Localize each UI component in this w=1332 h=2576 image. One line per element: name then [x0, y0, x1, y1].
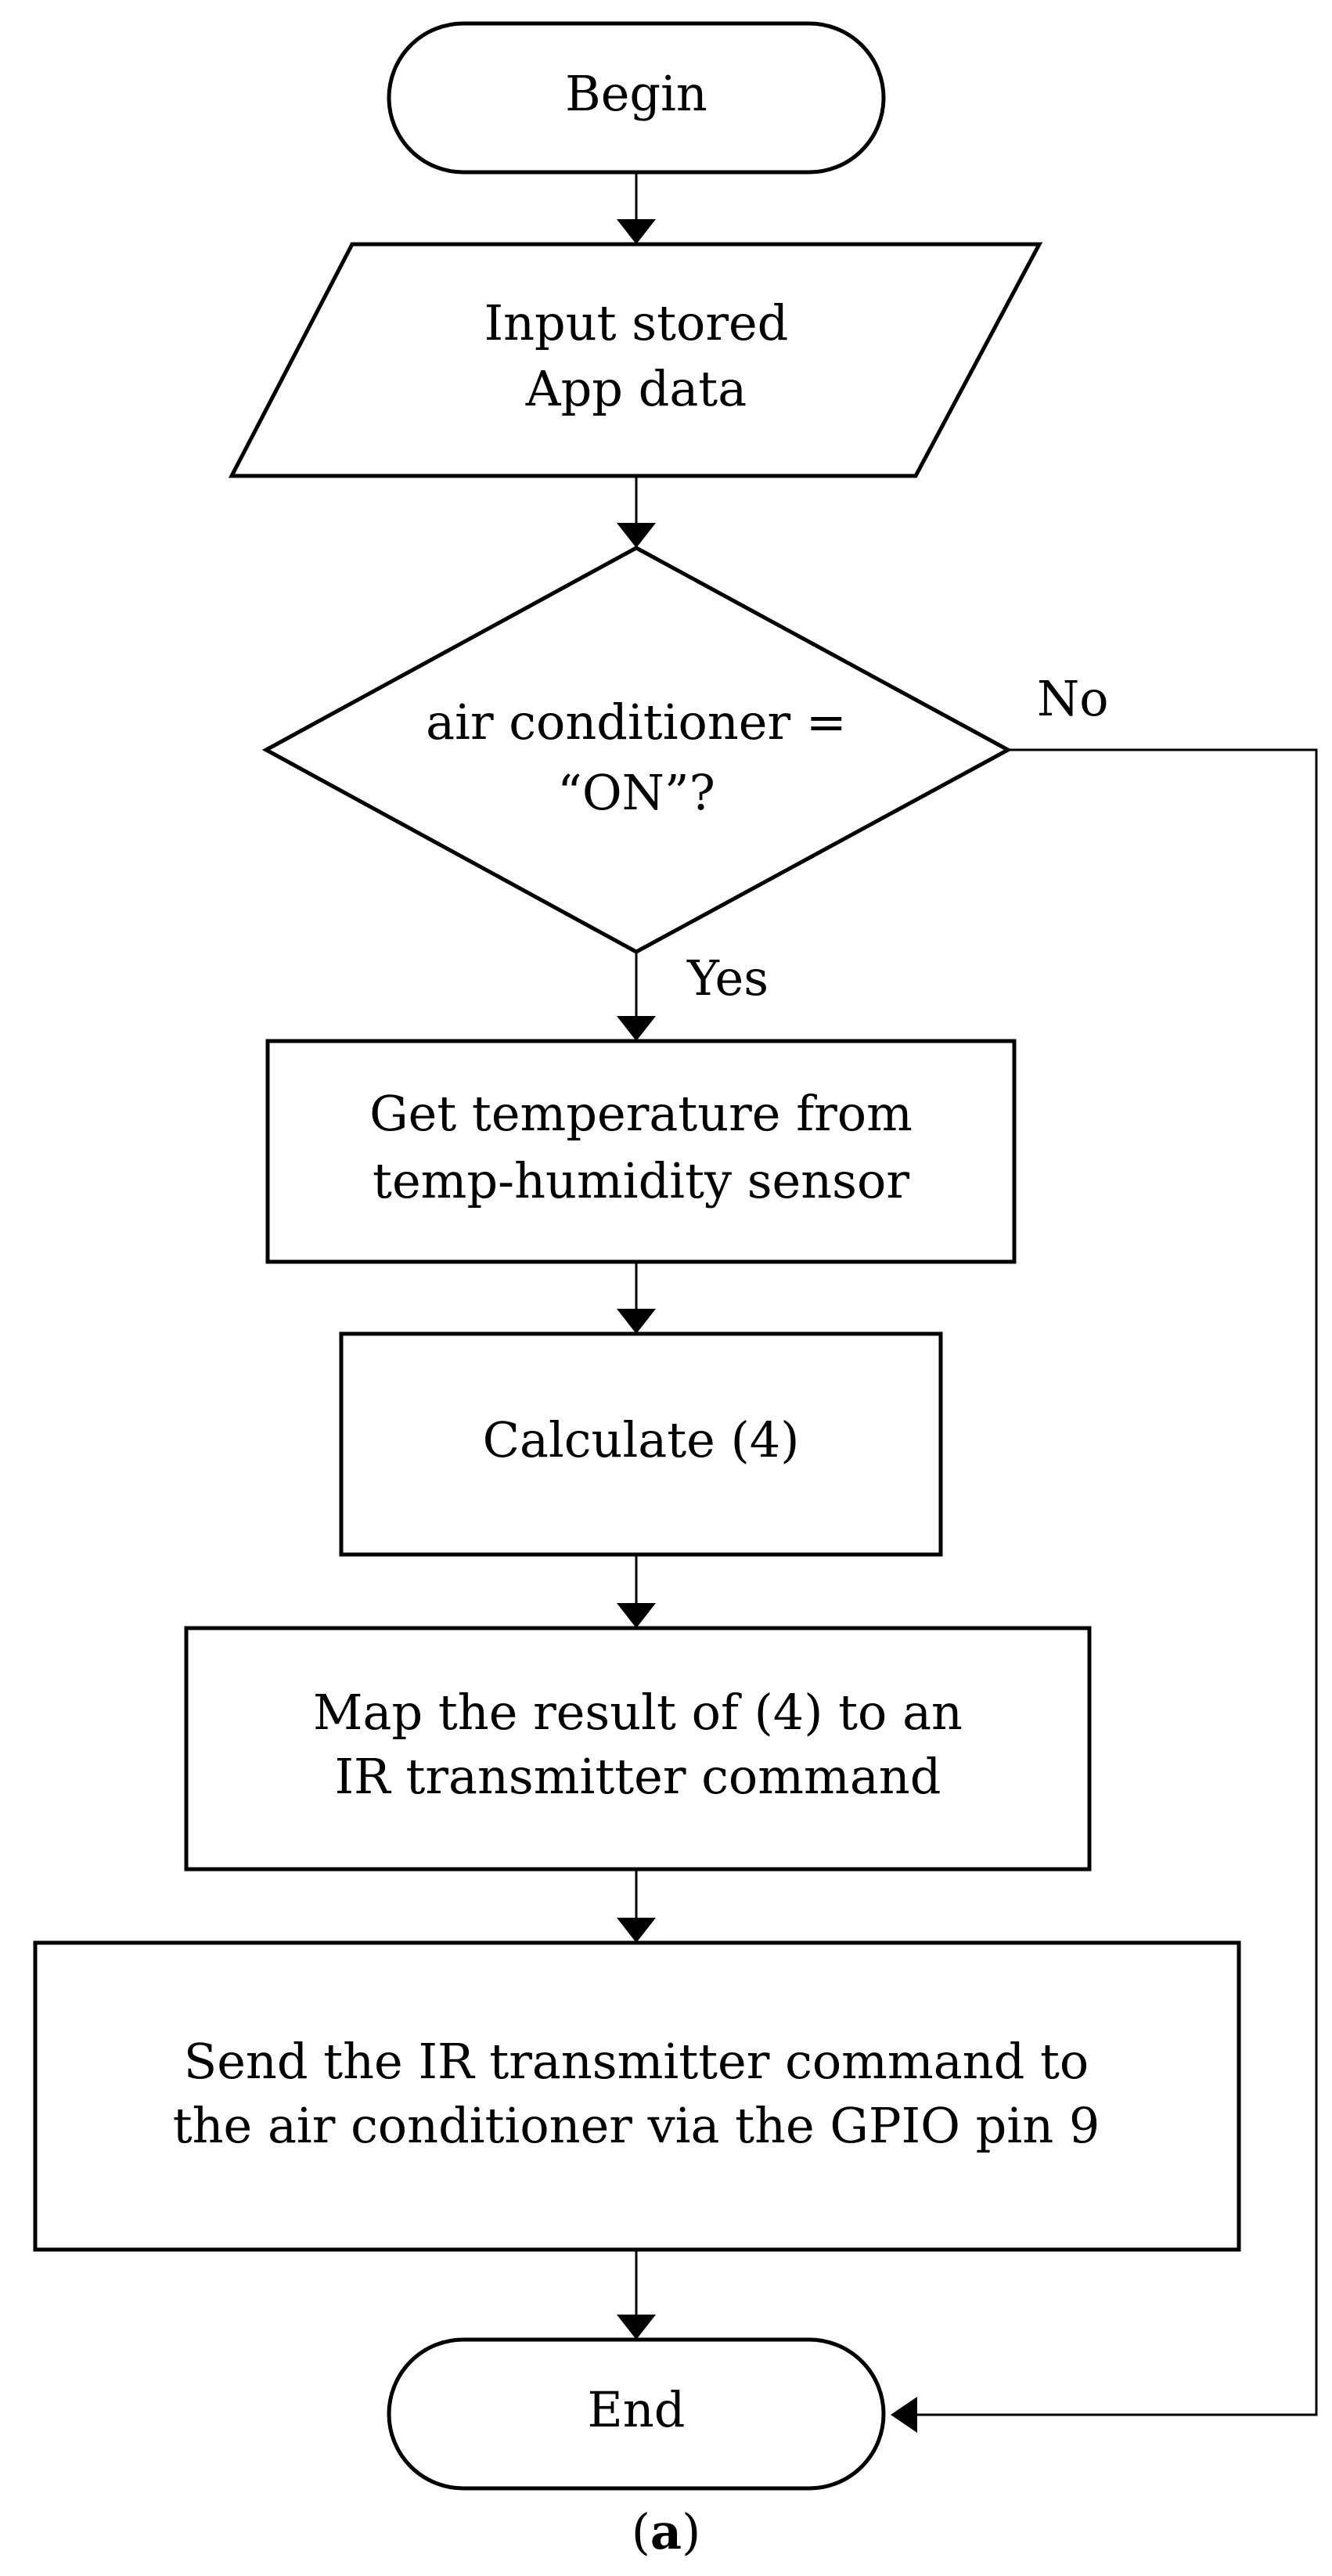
calculate-node: Calculate (4) [339, 1331, 943, 1557]
arrowhead [617, 523, 656, 548]
edge-input-to-decision [617, 476, 656, 548]
arrowhead [617, 1918, 656, 1943]
send-label-line-1: Send the IR transmitter command to [184, 2033, 1089, 2090]
edge-calculate-to-map [617, 1555, 656, 1628]
input-node: Input stored App data [228, 242, 1043, 478]
begin-node: Begin [387, 21, 886, 175]
get-temperature-label-line-1: Get temperature from [369, 1085, 913, 1142]
end-node: End [387, 2337, 886, 2491]
map-label-line-2: IR transmitter command [335, 1748, 941, 1805]
arrowhead [891, 2397, 917, 2433]
edge-send-to-end [617, 2250, 656, 2340]
edge-yes-to-get-temperature: Yes [617, 949, 769, 1041]
edge-no-to-end: No [891, 670, 1318, 2433]
caption-letter: a [650, 2503, 682, 2560]
edge-line [916, 748, 1318, 2416]
map-process-shape [184, 1626, 1092, 1872]
decision-label-line-2: “ON”? [557, 764, 715, 821]
input-label-line-2: App data [525, 360, 747, 417]
get-temperature-process-shape [265, 1039, 1017, 1264]
calculate-label: Calculate (4) [483, 1411, 800, 1468]
arrowhead [617, 1309, 656, 1334]
figure-caption: (a) [632, 2503, 701, 2560]
edge-begin-to-input [617, 172, 656, 244]
caption-close-paren: ) [682, 2503, 700, 2560]
begin-label: Begin [565, 65, 707, 122]
input-parallelogram-shape [228, 242, 1043, 478]
arrowhead [617, 219, 656, 244]
send-node: Send the IR transmitter command to the a… [33, 1940, 1241, 2252]
map-node: Map the result of (4) to an IR transmitt… [184, 1626, 1092, 1872]
end-label: End [588, 2381, 686, 2438]
send-label-line-2: the air conditioner via the GPIO pin 9 [173, 2097, 1100, 2154]
caption-open-paren: ( [632, 2503, 650, 2560]
arrowhead [617, 2315, 656, 2340]
no-label: No [1037, 670, 1109, 727]
map-label-line-1: Map the result of (4) to an [313, 1684, 963, 1741]
yes-label: Yes [686, 949, 769, 1007]
end-terminator-shape [387, 2337, 886, 2491]
edge-get-temperature-to-calculate [617, 1262, 656, 1334]
decision-node: air conditioner = “ON”? [261, 546, 1013, 954]
input-label-line-1: Input stored [484, 294, 789, 351]
calculate-process-shape [339, 1331, 943, 1557]
decision-label-line-1: air conditioner = [426, 694, 847, 751]
edge-map-to-send [617, 1869, 656, 1943]
get-temperature-node: Get temperature from temp-humidity senso… [265, 1039, 1017, 1264]
send-process-shape [33, 1940, 1241, 2252]
arrowhead [617, 1603, 656, 1628]
arrowhead [617, 1016, 656, 1041]
get-temperature-label-line-2: temp-humidity sensor [373, 1152, 909, 1209]
